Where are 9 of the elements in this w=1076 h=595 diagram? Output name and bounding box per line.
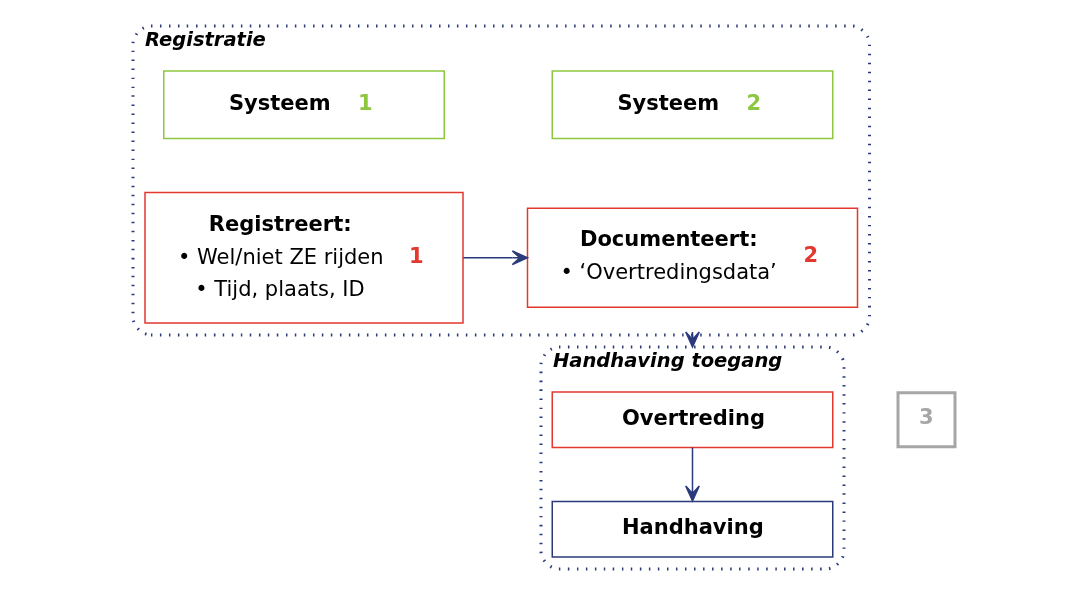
- node-box: 3: [896, 391, 957, 449]
- arrow: [462, 250, 529, 266]
- arrow: [685, 446, 700, 502]
- node-box: Handhaving: [551, 500, 834, 558]
- node-box: Overtreding: [551, 391, 834, 449]
- node-box: Systeem 1: [163, 70, 445, 140]
- node-box: Registreert: • Wel/niet ZE rijden • Tijd, plaats, ID 1: [144, 191, 464, 324]
- node-box: Documenteert: • ‘Overtredingsdata’ 2: [526, 207, 859, 308]
- node-box: Systeem 2: [551, 70, 834, 140]
